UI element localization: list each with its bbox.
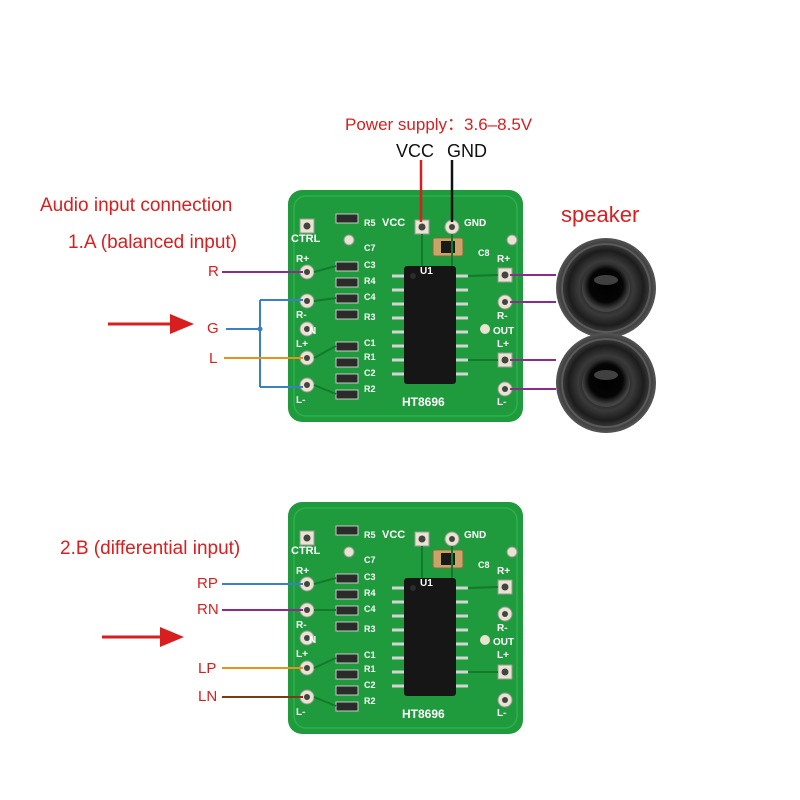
silk-cap-3-b: R4	[364, 588, 376, 598]
silk-right-pin-4-b: L-	[497, 708, 506, 719]
section-a-subtitle: 1.A (balanced input)	[68, 232, 238, 253]
silk-cap-8-a: C2	[364, 368, 376, 378]
silk-cap-2-b: C3	[364, 572, 376, 582]
silk-cap-7-b: R1	[364, 664, 376, 674]
gnd-label: GND	[447, 141, 487, 161]
silk-left-pin-4-b: L-	[296, 707, 305, 718]
silk-cap-4-a: C4	[364, 292, 376, 302]
amplifier-board-a: CTRL VCC GND U1 HT8696 R+ R- N L+ L- R+ …	[288, 190, 523, 422]
silk-gnd-a: GND	[464, 218, 486, 229]
speaker-top	[556, 238, 656, 338]
silk-left-pin-1-b: R-	[296, 620, 307, 631]
silk-left-pin-1-a: R-	[296, 310, 307, 321]
silk-right-pin-3-a: L+	[497, 339, 509, 350]
silk-cap-5-a: R3	[364, 312, 376, 322]
power-wires	[419, 160, 454, 222]
input-label-rn: RN	[197, 601, 219, 618]
input-label-l: L	[209, 350, 218, 367]
vcc-label: VCC	[396, 141, 435, 161]
silk-cap-1-b: C7	[364, 555, 376, 565]
arrow-right-icon	[108, 314, 194, 334]
power-supply-label: Power supply：3.6–8.5V	[345, 115, 533, 134]
silk-cap-6-b: C1	[364, 650, 376, 660]
silk-cap-9-a: R2	[364, 384, 376, 394]
silk-right-pin-4-a: L-	[497, 397, 506, 408]
input-wires-b	[222, 583, 303, 698]
silk-cap-6-a: C1	[364, 338, 376, 348]
section-a-title: Audio input connection	[40, 195, 233, 216]
silk-right-pin-2-b: OUT	[493, 637, 514, 648]
ic-chip-b	[392, 578, 468, 696]
ic-chip-a	[392, 266, 468, 384]
silk-cap-5-b: R3	[364, 624, 376, 634]
input-label-ln: LN	[198, 688, 218, 705]
silk-cap-2-a: C3	[364, 260, 376, 270]
silk-cap-4-b: C4	[364, 604, 376, 614]
silk-right-pin-3-b: L+	[497, 650, 509, 661]
silk-left-pin-2-a: N	[309, 326, 316, 337]
silk-cap-9-b: R2	[364, 696, 376, 706]
right-pads-b	[480, 546, 518, 708]
arrow-right-icon-b	[102, 627, 184, 647]
silk-right-pin-1-a: R-	[497, 311, 508, 322]
silk-cap-10-a: C8	[478, 248, 490, 258]
silk-cap-7-a: R1	[364, 352, 376, 362]
chip-label-a: HT8696	[402, 395, 445, 409]
silk-right-pin-2-a: OUT	[493, 326, 514, 337]
speaker-label: speaker	[561, 202, 640, 227]
input-wires-a	[222, 271, 303, 388]
wire-g	[226, 299, 303, 388]
silk-cap-1-a: C7	[364, 243, 376, 253]
silk-left-pin-0-b: R+	[296, 566, 309, 577]
amplifier-board-b: CTRL VCC GND U1 HT8696 R+ R- N L+ L- R+ …	[288, 502, 523, 734]
silk-vcc-a: VCC	[382, 217, 405, 229]
section-b-title: 2.B (differential input)	[60, 538, 241, 559]
silk-right-pin-0-b: R+	[497, 566, 510, 577]
silk-vcc-b: VCC	[382, 529, 405, 541]
silk-ctrl-a: CTRL	[291, 233, 321, 245]
silk-u1-a: U1	[420, 266, 433, 277]
silk-left-pin-3-a: L+	[296, 339, 308, 350]
input-label-g: G	[207, 320, 219, 337]
silk-left-pin-2-b: N	[309, 635, 316, 646]
chip-label-b: HT8696	[402, 707, 445, 721]
silk-left-pin-4-a: L-	[296, 395, 305, 406]
silk-gnd-b: GND	[464, 530, 486, 541]
silk-cap-0-b: R5	[364, 530, 376, 540]
silk-right-pin-1-b: R-	[497, 623, 508, 634]
silk-right-pin-0-a: R+	[497, 254, 510, 265]
input-label-r: R	[208, 263, 219, 280]
input-label-lp: LP	[198, 660, 217, 677]
silk-cap-0-a: R5	[364, 218, 376, 228]
speaker-wires	[510, 274, 556, 390]
silk-cap-10-b: C8	[478, 560, 490, 570]
smd-parts-a	[335, 213, 359, 400]
left-pads-a	[299, 218, 355, 393]
silk-ctrl-b: CTRL	[291, 545, 321, 557]
silk-cap-8-b: C2	[364, 680, 376, 690]
silk-cap-3-a: R4	[364, 276, 376, 286]
speaker-bottom	[556, 333, 656, 433]
smd-parts-b	[335, 525, 359, 712]
silk-u1-b: U1	[420, 578, 433, 589]
input-label-rp: RP	[197, 575, 218, 592]
silk-left-pin-0-a: R+	[296, 254, 309, 265]
silk-left-pin-3-b: L+	[296, 649, 308, 660]
